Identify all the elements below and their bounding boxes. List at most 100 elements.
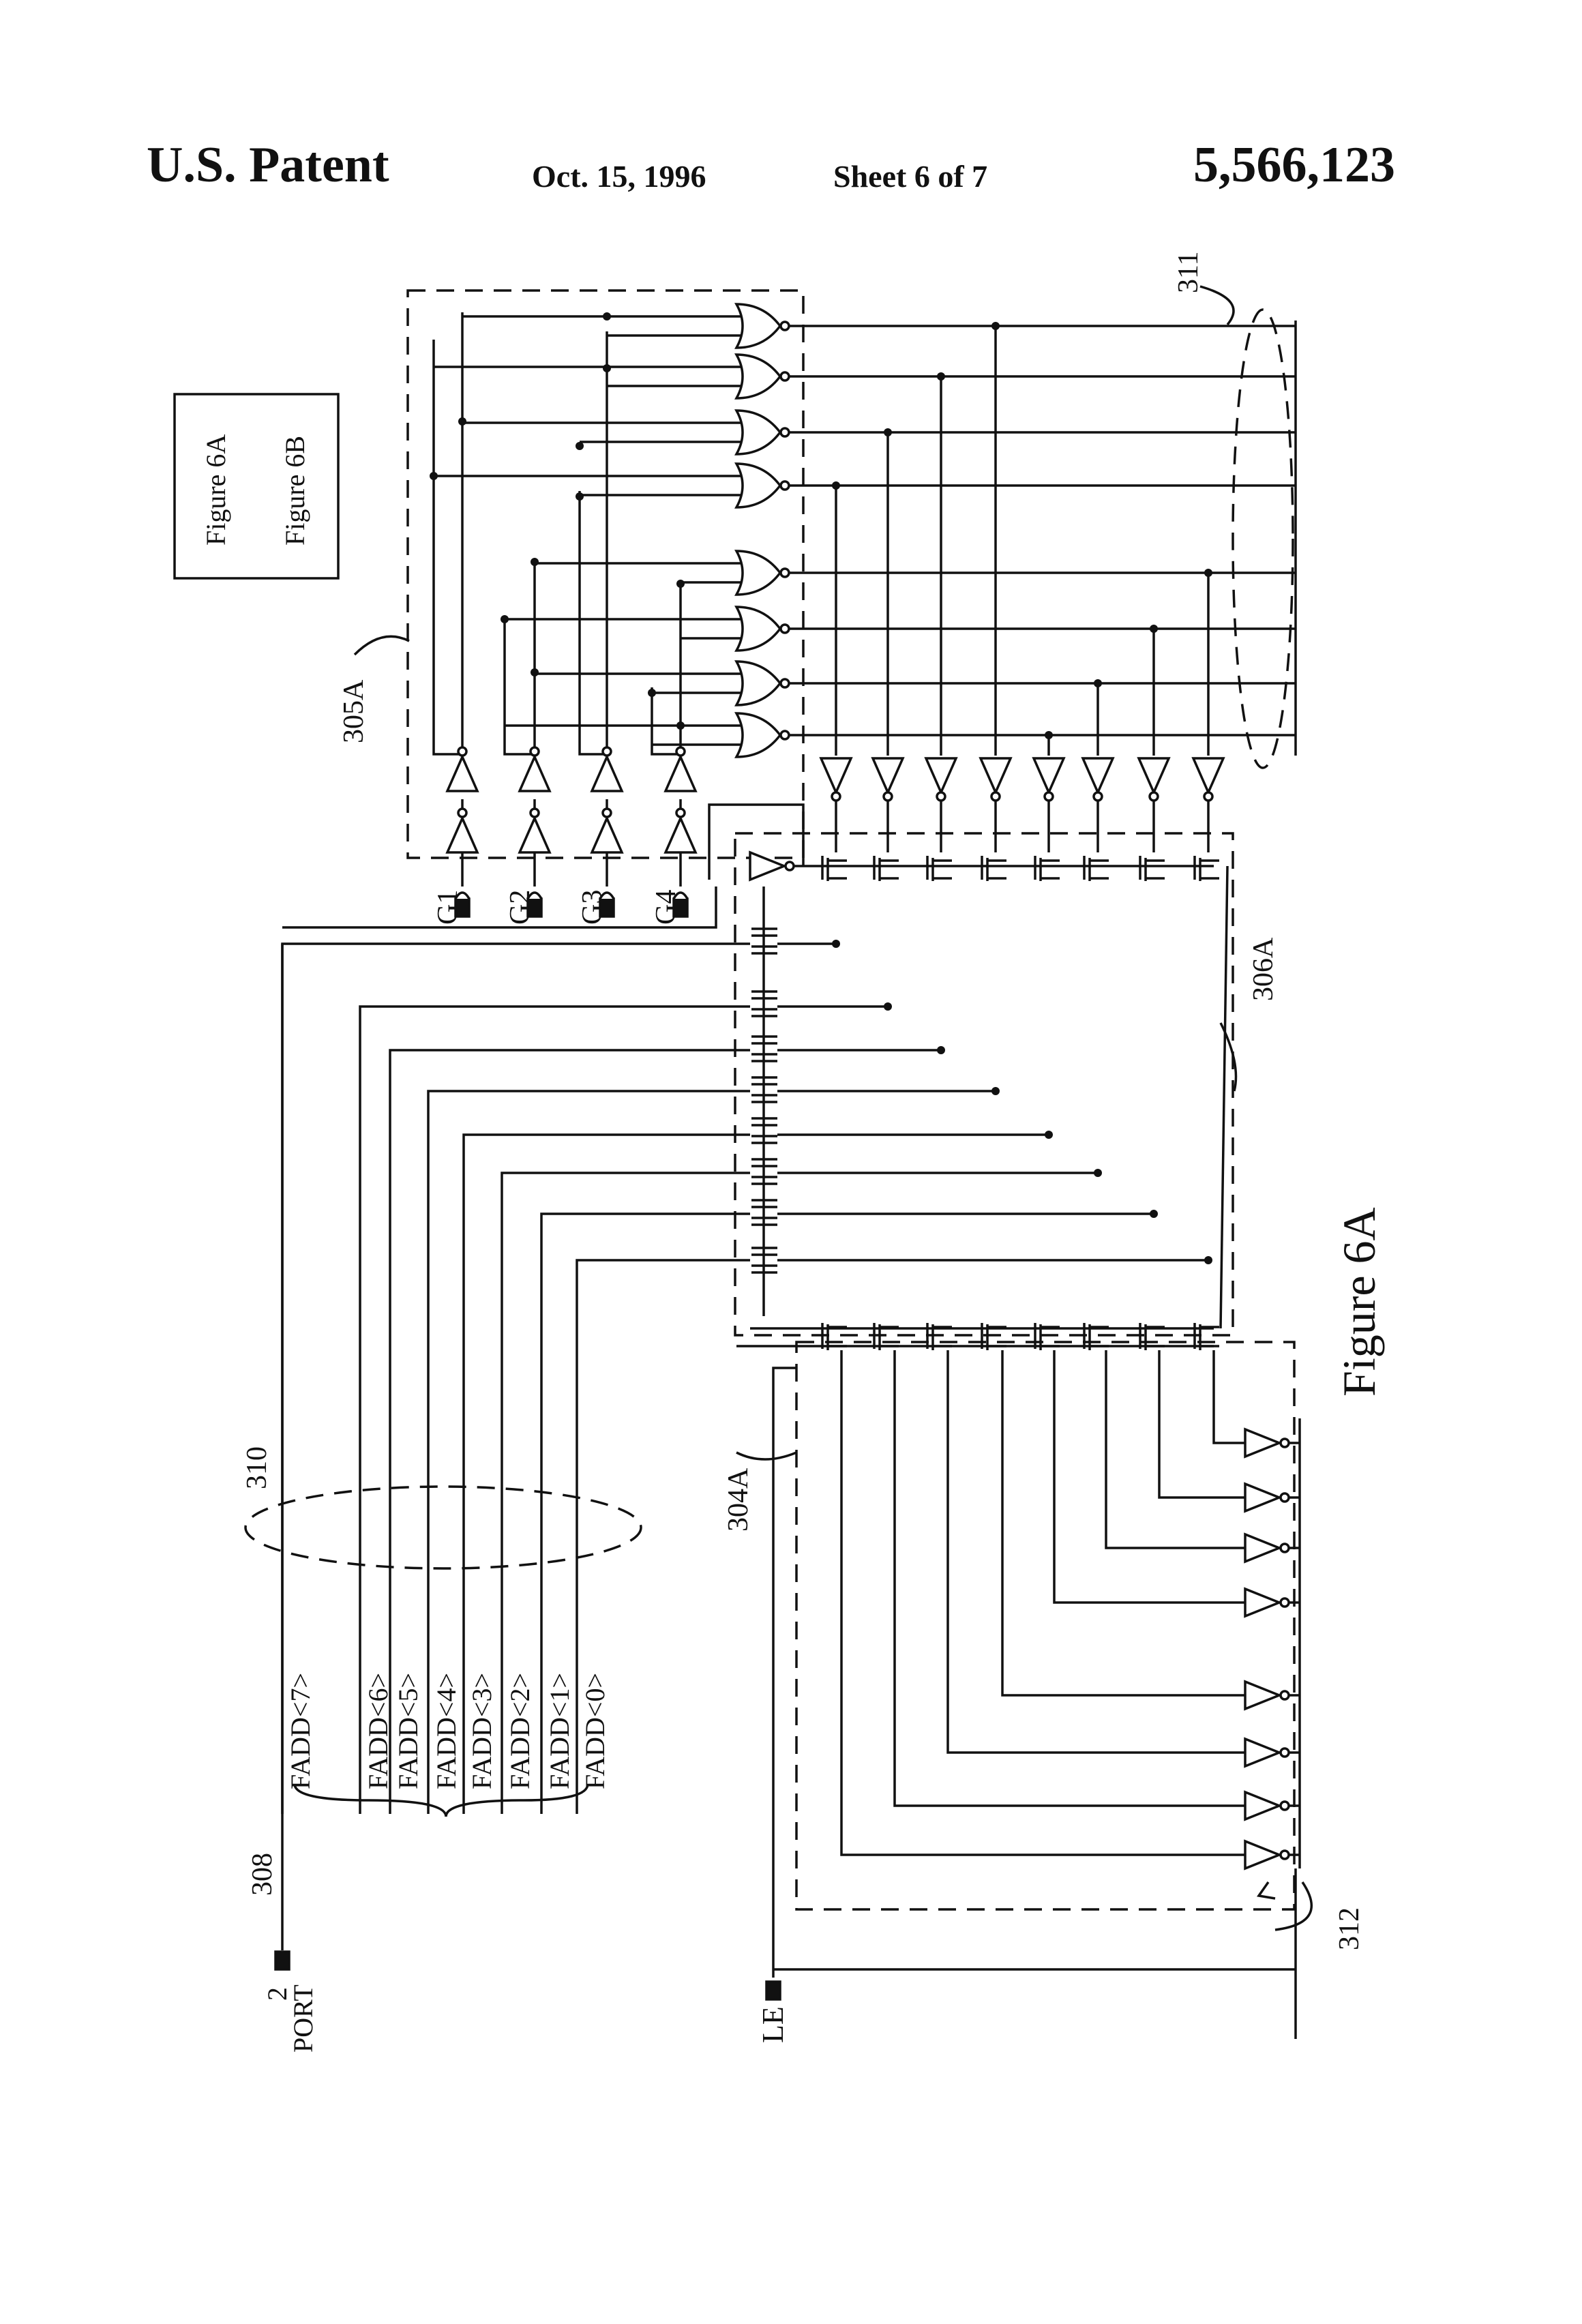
junction-dot bbox=[603, 364, 611, 372]
inversion-bubble bbox=[781, 372, 789, 381]
bus-label-fadd: FADD<2> bbox=[505, 1673, 535, 1789]
buffer-gate bbox=[666, 818, 696, 852]
leader-304A bbox=[736, 1452, 796, 1459]
bus-label-fadd: FADD<6> bbox=[363, 1673, 393, 1789]
junction-dot bbox=[531, 558, 539, 566]
inversion-bubble bbox=[531, 809, 539, 817]
junction-dot bbox=[832, 940, 840, 948]
junction-dot bbox=[1045, 1131, 1053, 1139]
junction-dot bbox=[1204, 1256, 1212, 1264]
bus-label-fadd: FADD<7> bbox=[285, 1673, 316, 1789]
junction-dot bbox=[1045, 731, 1053, 739]
junction-dot bbox=[884, 1002, 892, 1011]
buffer-gate bbox=[1139, 758, 1169, 792]
gate-input-label: G3 bbox=[577, 890, 608, 925]
inversion-bubble bbox=[1281, 1802, 1289, 1810]
leader-305A bbox=[355, 636, 409, 655]
junction-dot bbox=[501, 615, 509, 623]
wire bbox=[1140, 856, 1165, 881]
inversion-bubble bbox=[531, 747, 539, 756]
wire bbox=[1214, 1350, 1245, 1443]
buffer-gate bbox=[1193, 758, 1223, 792]
inversion-bubble bbox=[781, 322, 789, 330]
inversion-bubble bbox=[1281, 1851, 1289, 1859]
inversion-bubble bbox=[1281, 1691, 1289, 1699]
ref-312: 312 bbox=[1334, 1907, 1365, 1950]
inversion-bubble bbox=[603, 809, 611, 817]
ref-311: 311 bbox=[1173, 252, 1204, 293]
right-rail bbox=[1221, 866, 1227, 1328]
inversion-bubble bbox=[781, 679, 789, 687]
wire bbox=[434, 340, 462, 754]
nor-gate bbox=[736, 713, 780, 757]
wire bbox=[1054, 1350, 1245, 1603]
input-pin bbox=[275, 1952, 289, 1969]
block-304A-boundary bbox=[796, 1342, 1294, 1909]
le-label: LE bbox=[756, 2006, 790, 2043]
gate-input-label: G1 bbox=[432, 890, 464, 925]
buffer-gate bbox=[447, 818, 477, 852]
buffer-gate bbox=[1083, 758, 1113, 792]
buffer-gate bbox=[821, 758, 851, 792]
junction-dot bbox=[937, 372, 945, 381]
inversion-bubble bbox=[458, 809, 466, 817]
ref-305A: 305A bbox=[338, 679, 370, 743]
bus-label-fadd: FADD<3> bbox=[466, 1673, 497, 1789]
inversion-bubble bbox=[781, 428, 789, 436]
nor-gate bbox=[736, 355, 780, 398]
nor-gate bbox=[736, 661, 780, 705]
figure-key-top-label: Figure 6A bbox=[200, 434, 231, 546]
junction-dot bbox=[1094, 1169, 1102, 1177]
wire bbox=[822, 856, 847, 881]
wire bbox=[1035, 856, 1060, 881]
figure-title: Figure 6A bbox=[1333, 1207, 1385, 1397]
inversion-bubble bbox=[1281, 1439, 1289, 1447]
buffer-gate bbox=[926, 758, 956, 792]
inversion-bubble bbox=[1281, 1493, 1289, 1502]
bus-311-group-ellipse bbox=[1233, 310, 1293, 768]
leader-311 bbox=[1200, 286, 1234, 325]
junction-dot bbox=[937, 1046, 945, 1054]
junction-dot bbox=[576, 442, 584, 450]
junction-dot bbox=[1204, 569, 1212, 577]
inversion-bubble bbox=[991, 792, 1000, 801]
gate-input-label: G2 bbox=[505, 890, 536, 925]
buffer-gate bbox=[1034, 758, 1064, 792]
inverter-gate bbox=[1245, 1682, 1279, 1709]
inversion-bubble bbox=[676, 809, 685, 817]
junction-dot bbox=[430, 472, 438, 480]
inversion-bubble bbox=[1281, 1544, 1289, 1552]
inverter-gate bbox=[1245, 1484, 1279, 1511]
figure-key-box bbox=[175, 394, 338, 578]
inversion-bubble bbox=[832, 792, 840, 801]
inversion-bubble bbox=[1150, 792, 1158, 801]
nor-gate bbox=[736, 551, 780, 595]
junction-dot bbox=[648, 689, 656, 697]
buffer-gate bbox=[447, 757, 477, 791]
ref-304A: 304A bbox=[723, 1468, 754, 1532]
wire bbox=[1195, 856, 1219, 881]
buffer-gate bbox=[520, 818, 550, 852]
nor-gate bbox=[736, 464, 780, 507]
buffer-gate bbox=[592, 818, 622, 852]
buffer-gate bbox=[520, 757, 550, 791]
junction-dot bbox=[458, 417, 466, 426]
inversion-bubble bbox=[1281, 1598, 1289, 1607]
gate-input-label: G4 bbox=[651, 890, 682, 925]
inversion-bubble bbox=[458, 747, 466, 756]
inversion-bubble bbox=[676, 747, 685, 756]
junction-dot bbox=[991, 322, 1000, 330]
inverter-gate bbox=[1245, 1429, 1279, 1457]
junction-dot bbox=[676, 721, 685, 730]
wire bbox=[1159, 1350, 1245, 1498]
junction-dot bbox=[991, 1087, 1000, 1095]
junction-dot bbox=[1150, 625, 1158, 633]
inversion-bubble bbox=[781, 481, 789, 490]
wire bbox=[505, 621, 535, 754]
wire bbox=[927, 856, 952, 881]
wire bbox=[948, 1350, 1245, 1753]
arrowhead-312 bbox=[1259, 1882, 1275, 1898]
nor-gate bbox=[736, 607, 780, 651]
junction-dot bbox=[1094, 679, 1102, 687]
